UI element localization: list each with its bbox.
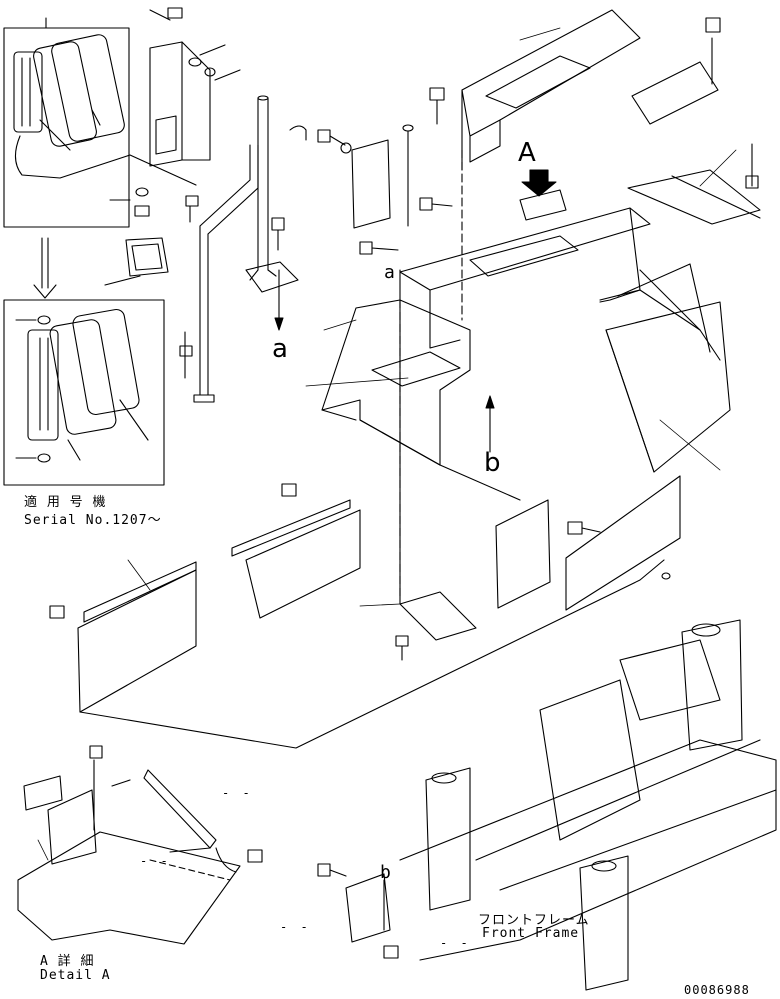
step-box [321, 299, 471, 466]
fender-right [627, 143, 761, 225]
arrow-a [274, 269, 284, 331]
dashed-guide [399, 149, 463, 601]
view-a-arrow [521, 169, 557, 197]
blank-mark: - - [140, 854, 171, 868]
lower-panels [495, 475, 681, 611]
outline-lines [79, 464, 665, 749]
left-covers [49, 483, 361, 713]
inset-arrow [33, 237, 57, 299]
arrow-a-small-label: a [384, 262, 396, 283]
rear-panel [605, 301, 731, 473]
front-frame [399, 619, 777, 991]
blank-mark: - - [440, 936, 471, 950]
leader-lines [37, 27, 737, 861]
view-a-label: A [518, 138, 536, 168]
bottom-bracket [395, 269, 477, 661]
detail-a [17, 745, 263, 945]
small-parts-left [104, 187, 199, 286]
inset-lamp-top [3, 17, 197, 228]
detail-a-en: Detail A [40, 968, 111, 983]
front-frame-jp: フロントフレーム [478, 913, 590, 928]
arrow-b [485, 395, 495, 453]
inset-lamp-serial [3, 299, 165, 486]
bolts-center [317, 87, 453, 255]
applicable-serial: Serial No.1207～ [24, 513, 162, 528]
drawing-number: 00086988 [684, 983, 750, 997]
main-frame [399, 189, 721, 361]
lamp-bracket [149, 7, 241, 167]
mirror-pole [245, 95, 307, 293]
top-cover [461, 9, 641, 171]
applicable-serial-jp: 適 用 号 機 [24, 495, 107, 510]
arrow-b-small-label: b [380, 862, 392, 883]
front-frame-en: Front Frame [482, 926, 580, 941]
arrow-b-label: b [484, 448, 501, 478]
side-cover-right [631, 17, 721, 125]
detail-a-jp: A 詳 細 [40, 954, 95, 969]
blank-mark: - - [222, 786, 253, 800]
arrow-a-label: a [272, 334, 288, 364]
blank-mark: - - [280, 920, 311, 934]
front-bracket [317, 863, 399, 959]
